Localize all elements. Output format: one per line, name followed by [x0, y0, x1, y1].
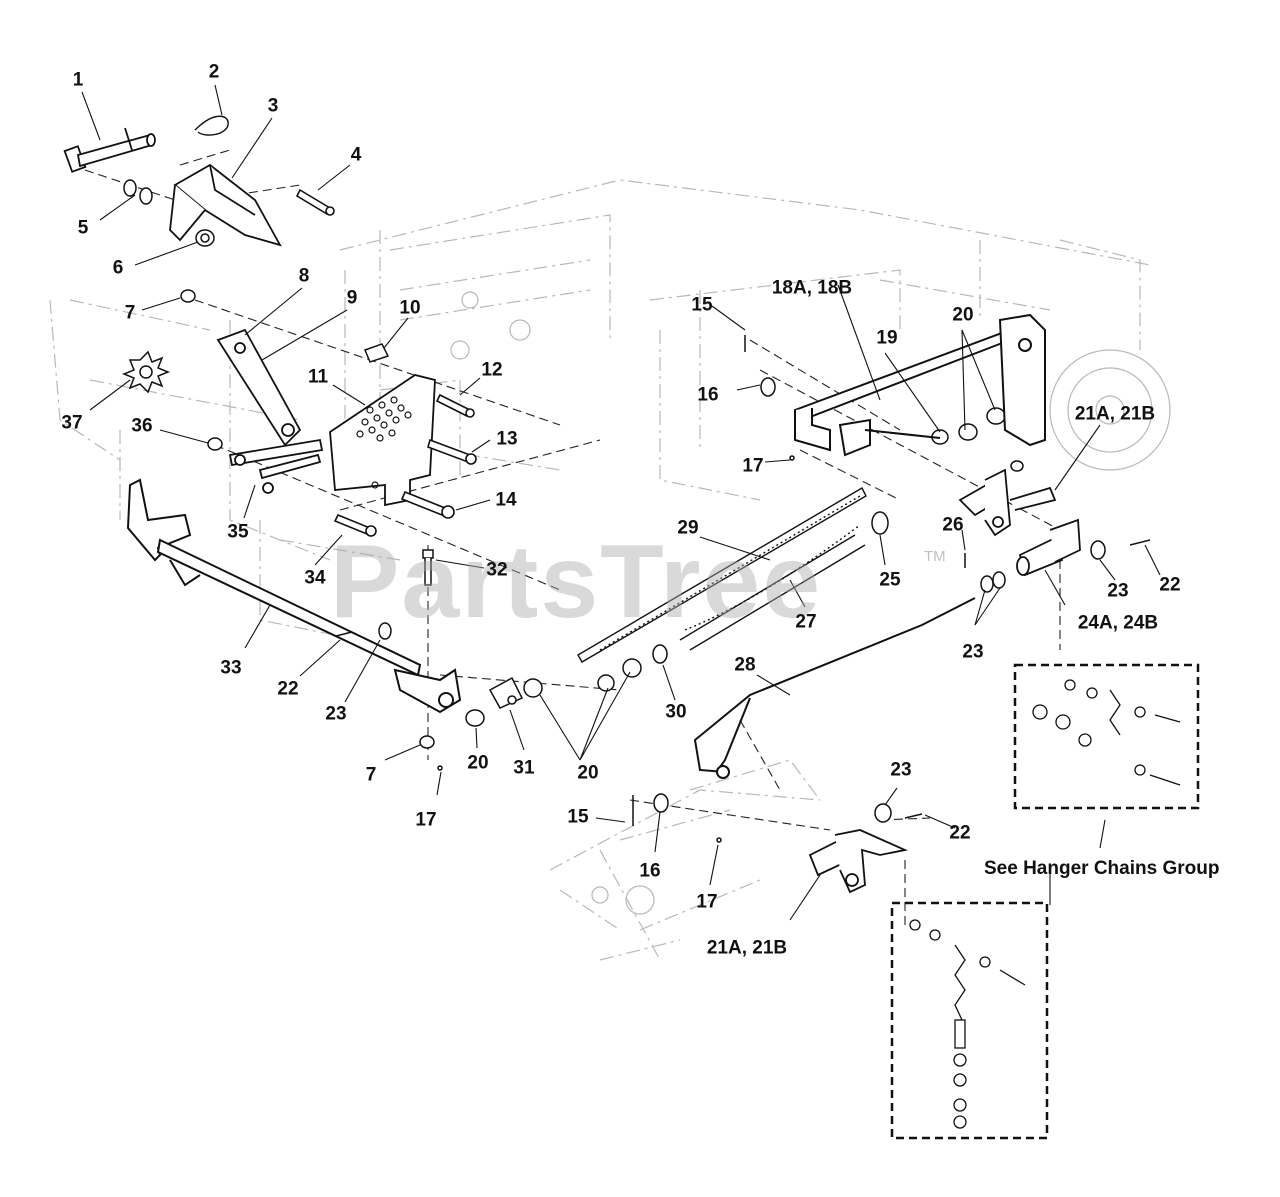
part-nuts-20 [465, 407, 1024, 727]
part-small-pins [335, 335, 1151, 843]
callout-5[interactable]: 5 [77, 217, 89, 239]
callout-34[interactable]: 34 [304, 567, 326, 589]
callout-10[interactable]: 10 [399, 297, 421, 319]
callout-22-bottom[interactable]: 22 [949, 822, 971, 844]
callout-24[interactable]: 24A, 24B [1077, 612, 1159, 634]
part-crossbar-18 [793, 313, 1046, 457]
part-washer-25 [871, 511, 889, 535]
callout-33[interactable]: 33 [220, 657, 242, 679]
callout-36[interactable]: 36 [131, 415, 153, 437]
trademark-mark: TM [924, 548, 946, 565]
callout-14[interactable]: 14 [495, 489, 517, 511]
part-washer-30 [652, 644, 668, 664]
hanger-chain-box-upper [1013, 663, 1200, 810]
callout-16-lower[interactable]: 16 [639, 860, 661, 882]
callout-17-upper[interactable]: 17 [742, 455, 764, 477]
callout-11[interactable]: 11 [307, 366, 329, 388]
callout-17-bottom[interactable]: 17 [696, 891, 718, 913]
callout-19[interactable]: 19 [876, 327, 898, 349]
callout-13[interactable]: 13 [496, 428, 518, 450]
ghost-wheel [450, 291, 1171, 915]
callout-3[interactable]: 3 [267, 95, 279, 117]
callout-22-right[interactable]: 22 [1159, 574, 1181, 596]
callout-15-upper[interactable]: 15 [691, 294, 713, 316]
part-arm-21-upper [958, 468, 1057, 537]
hanger-chain-parts-upper [1032, 679, 1181, 786]
ghost-frame [49, 179, 1151, 961]
hanger-chain-parts-lower [909, 919, 1026, 1129]
callout-7-lower[interactable]: 7 [365, 764, 377, 786]
part-bracket-24 [1016, 518, 1081, 577]
watermark-text: PartsTree [330, 524, 823, 640]
part-nut-7b [419, 735, 435, 749]
callout-20-lower[interactable]: 20 [577, 762, 599, 784]
callout-20-upper[interactable]: 20 [952, 304, 974, 326]
part-plate-11 [329, 374, 436, 507]
callout-8[interactable]: 8 [298, 265, 310, 287]
part-fitting-31 [488, 676, 524, 709]
callout-12[interactable]: 12 [481, 359, 503, 381]
part-nut-6 [195, 229, 215, 247]
callout-26[interactable]: 26 [942, 514, 964, 536]
callout-21-upper[interactable]: 21A, 21B [1074, 403, 1156, 425]
callout-7-upper[interactable]: 7 [124, 302, 136, 324]
callout-29[interactable]: 29 [677, 517, 699, 539]
part-rod-29 [577, 487, 867, 663]
part-rod-28 [693, 597, 976, 779]
callout-21-lower[interactable]: 21A, 21B [706, 937, 788, 959]
part-washers-23 [378, 377, 1106, 823]
part-bolts [333, 393, 477, 537]
part-bolt-32 [422, 549, 434, 586]
part-nut-36 [207, 437, 223, 451]
callout-9[interactable]: 9 [346, 287, 358, 309]
callout-6[interactable]: 6 [112, 257, 124, 279]
leader-lines [81, 84, 1161, 921]
part-bracket-3 [169, 163, 282, 247]
callout-30[interactable]: 30 [665, 701, 687, 723]
callout-18[interactable]: 18A, 18B [771, 277, 853, 299]
part-bolt-4 [295, 188, 335, 216]
callout-1[interactable]: 1 [72, 69, 84, 91]
hanger-chain-box-lower [890, 901, 1049, 1140]
callout-23-right[interactable]: 23 [1107, 580, 1129, 602]
part-star-37 [121, 350, 171, 394]
callout-27[interactable]: 27 [795, 611, 817, 633]
part-washers-5 [123, 179, 153, 205]
callout-22-left[interactable]: 22 [277, 678, 299, 700]
callout-28[interactable]: 28 [734, 654, 756, 676]
callout-4[interactable]: 4 [350, 144, 362, 166]
callout-23-left[interactable]: 23 [325, 703, 347, 725]
part-hairpin-2 [194, 115, 229, 136]
callout-31[interactable]: 31 [513, 757, 535, 779]
callout-17-lower[interactable]: 17 [415, 809, 437, 831]
callout-35[interactable]: 35 [227, 521, 249, 543]
part-arm-9 [216, 328, 324, 494]
callout-25[interactable]: 25 [879, 569, 901, 591]
part-nut-7 [180, 289, 196, 303]
callout-20-lower-left[interactable]: 20 [467, 752, 489, 774]
callout-23-mid[interactable]: 23 [962, 641, 984, 663]
part-spacer-10 [364, 343, 390, 363]
part-shaft-33 [126, 478, 462, 714]
callout-37[interactable]: 37 [61, 412, 83, 434]
callout-16-upper[interactable]: 16 [697, 384, 719, 406]
part-arm-21-lower [808, 829, 908, 894]
callout-2[interactable]: 2 [208, 61, 220, 83]
callout-32[interactable]: 32 [486, 559, 508, 581]
part-pin-1 [63, 127, 156, 173]
callout-15-lower[interactable]: 15 [567, 806, 589, 828]
callout-23-bottom[interactable]: 23 [890, 759, 912, 781]
hanger-chains-group-note[interactable]: See Hanger Chains Group [984, 858, 1220, 879]
part-spring-27 [679, 524, 866, 651]
